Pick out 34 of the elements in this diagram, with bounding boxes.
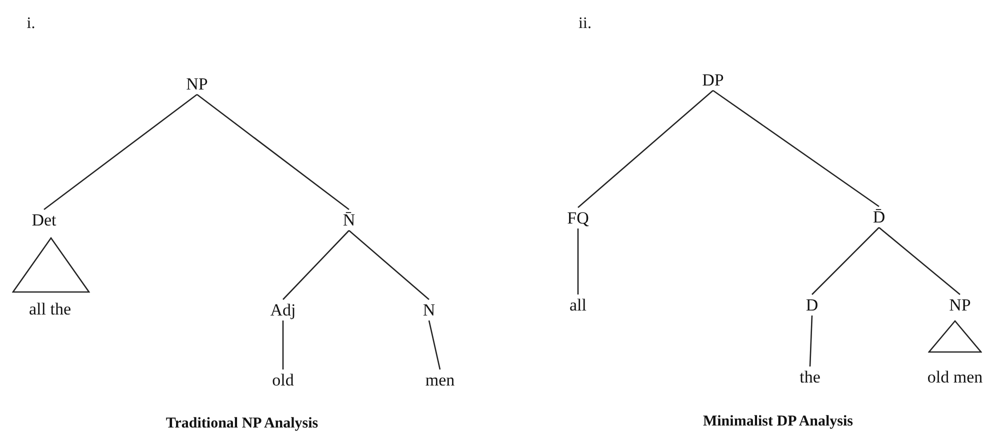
tree-label: N <box>422 300 436 320</box>
tree-branch <box>196 94 350 210</box>
tree-label: D <box>806 296 818 314</box>
panel-number: ii. <box>578 16 592 32</box>
tree-label: N̄ <box>342 210 356 230</box>
tree-label: DP <box>702 70 724 90</box>
roof-triangle <box>12 237 90 293</box>
tree-branch <box>282 230 350 300</box>
tree-label: Adj <box>270 300 296 320</box>
figure-caption: Traditional NP Analysis <box>166 416 318 432</box>
tree-label: men <box>425 370 455 390</box>
panel-number: i. <box>26 16 36 32</box>
tree-label: all the <box>29 300 71 318</box>
tree-branch <box>44 94 198 210</box>
tree-branch <box>577 228 579 294</box>
tree-branch <box>578 90 714 208</box>
tree-branch <box>812 227 880 295</box>
tree-label: old men <box>927 368 983 386</box>
tree-label: all <box>570 296 586 314</box>
tree-label: FQ <box>567 208 589 228</box>
tree-branch <box>712 90 880 208</box>
tree-label: the <box>800 368 820 386</box>
tree-branch <box>809 315 813 367</box>
roof-triangle <box>928 320 982 352</box>
tree-label: D̄ <box>872 208 886 226</box>
tree-branch <box>878 227 960 295</box>
tree-branch <box>282 320 284 370</box>
tree-label: NP <box>949 296 971 314</box>
tree-branch <box>428 320 441 370</box>
tree-label: Det <box>32 210 56 230</box>
figure-caption: Minimalist DP Analysis <box>702 414 854 430</box>
tree-label: NP <box>186 74 208 94</box>
tree-branch <box>348 230 430 300</box>
tree-label: old <box>272 370 294 390</box>
